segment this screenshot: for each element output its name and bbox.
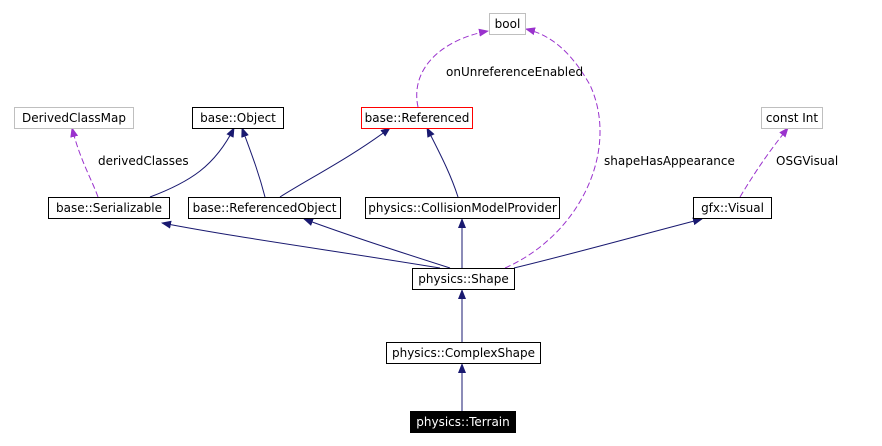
edge-shape-to-visual	[513, 217, 703, 269]
edge-serializable-to-object	[149, 127, 235, 198]
edge-shape-shapehasappearance	[504, 27, 601, 269]
node-base-object[interactable]: base::Object	[192, 107, 284, 129]
node-base-referenced[interactable]: base::Referenced	[361, 107, 473, 129]
node-gfx-visual[interactable]: gfx::Visual	[693, 197, 772, 219]
node-collision-model-provider[interactable]: physics::CollisionModelProvider	[365, 197, 560, 219]
node-const-int[interactable]: const Int	[761, 107, 823, 129]
node-derived-class-map[interactable]: DerivedClassMap	[14, 107, 134, 129]
edge-serializable-derivedclasses	[70, 127, 99, 198]
edge-collisionmodelprovider-to-referenced	[426, 127, 459, 198]
edge-visual-osgvisual	[739, 127, 789, 198]
node-base-referenced-object[interactable]: base::ReferencedObject	[188, 197, 341, 219]
edge-label-osg-visual: OSGVisual	[776, 154, 839, 168]
edge-referenced-onunreferenceenabled	[416, 28, 489, 108]
edge-shape-to-serializable	[161, 220, 441, 269]
edge-label-derived-classes: derivedClasses	[98, 154, 189, 168]
node-physics-terrain[interactable]: physics::Terrain	[410, 411, 516, 433]
edge-referencedobject-to-referenced	[279, 127, 391, 198]
node-physics-complex-shape[interactable]: physics::ComplexShape	[386, 342, 541, 364]
edge-label-on-unreference-enabled: onUnreferenceEnabled	[446, 65, 584, 79]
node-bool[interactable]: bool	[489, 13, 526, 35]
edge-referencedobject-to-object	[241, 127, 266, 198]
node-physics-shape[interactable]: physics::Shape	[412, 268, 515, 290]
edge-label-shape-has-appearance: shapeHasAppearance	[604, 154, 735, 168]
node-base-serializable[interactable]: base::Serializable	[48, 197, 170, 219]
edge-shape-to-referencedobject	[303, 218, 451, 269]
